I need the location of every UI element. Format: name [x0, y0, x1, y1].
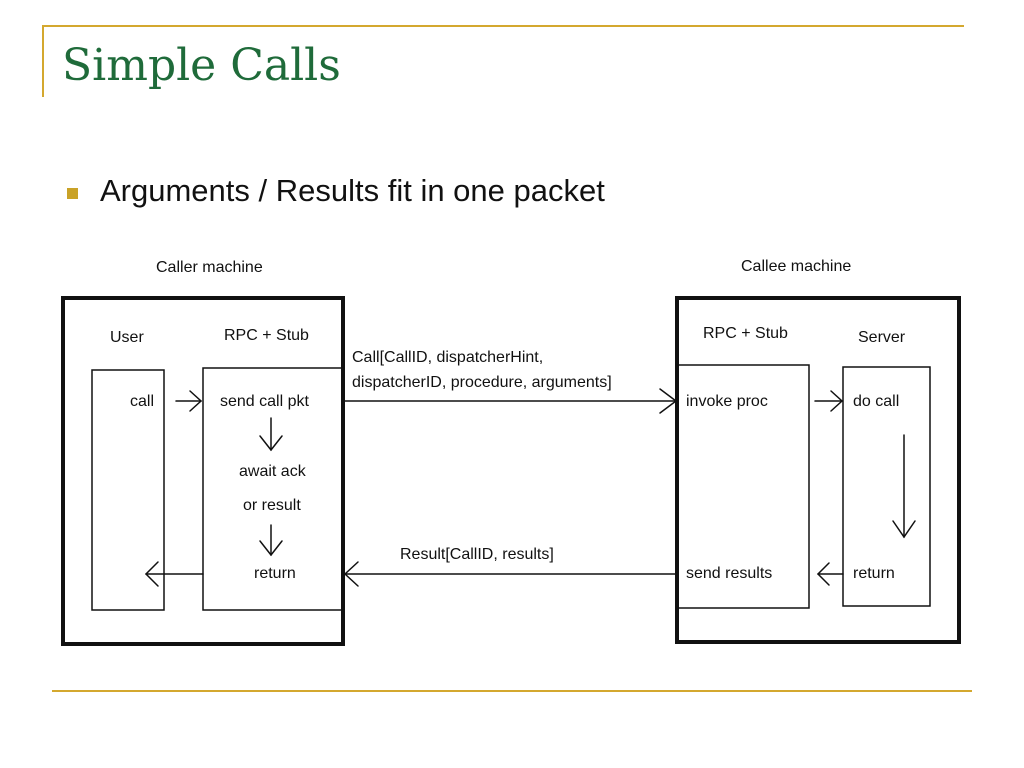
- callee-machine-box: [675, 296, 961, 644]
- do-call-label: do call: [853, 393, 899, 410]
- bullet-text: Arguments / Results fit in one packet: [100, 173, 605, 208]
- callee-stub-column-label: RPC + Stub: [703, 325, 788, 342]
- user-return-arrowhead: [144, 561, 159, 587]
- call-arrowhead: [189, 390, 203, 412]
- callee-stub-box: [676, 364, 810, 609]
- await-ack-label: await ack: [239, 463, 307, 480]
- server-down-arrowhead: [892, 520, 916, 539]
- bottom-accent-line: [52, 690, 972, 692]
- server-return-label: return: [853, 565, 895, 582]
- call-message-line2: dispatcherID, procedure, arguments]: [352, 374, 612, 391]
- top-accent-line: [42, 25, 964, 27]
- server-column-label: Server: [858, 329, 906, 346]
- or-result-label: or result: [243, 497, 301, 514]
- left-accent-line: [42, 25, 44, 97]
- result-message: Result[CallID, results]: [400, 546, 554, 563]
- call-label: call: [130, 393, 154, 410]
- send-results-label: send results: [686, 565, 772, 582]
- bullet-square-icon: [67, 188, 78, 199]
- caller-machine-label: Caller machine: [156, 259, 263, 276]
- caller-stub-column-label: RPC + Stub: [224, 327, 309, 344]
- send-call-pkt-label: send call pkt: [220, 393, 309, 410]
- user-column-label: User: [110, 329, 144, 346]
- send-results-arrowhead: [816, 562, 830, 586]
- server-box: [842, 366, 931, 607]
- caller-stub-box: [202, 367, 344, 611]
- return-down-arrowhead: [259, 540, 283, 557]
- user-box: [91, 369, 165, 611]
- callee-machine-label: Callee machine: [741, 258, 851, 275]
- do-call-arrowhead: [830, 390, 844, 412]
- slide-title: Simple Calls: [62, 40, 341, 91]
- caller-return-label: return: [254, 565, 296, 582]
- result-packet-arrowhead: [343, 561, 359, 587]
- call-message-line1: Call[CallID, dispatcherHint,: [352, 349, 543, 366]
- await-down-arrowhead: [259, 435, 283, 452]
- invoke-proc-label: invoke proc: [686, 393, 768, 410]
- call-packet-arrowhead: [659, 388, 678, 414]
